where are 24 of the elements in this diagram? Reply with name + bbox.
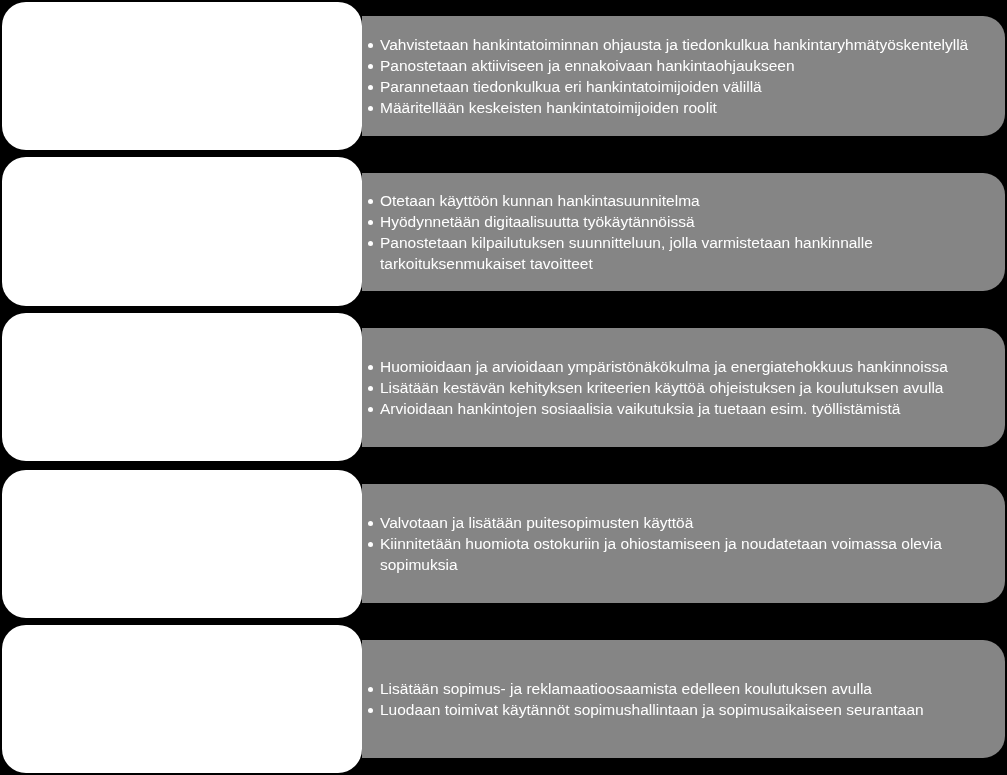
list-item-text: Parannetaan tiedonkulkua eri hankintatoimijoiden välillä [380, 77, 762, 97]
list-panel [362, 16, 1005, 136]
rounded-box [2, 470, 362, 618]
rounded-box [2, 313, 362, 461]
list-item-text: Huomioidaan ja arvioidaan ympäristönäkökulma ja energiatehokkuus hankinnoissa [380, 357, 948, 377]
list-item-text: Hyödynnetään digitaalisuutta työkäytännöissä [380, 212, 695, 232]
list-item-text: Panostetaan kilpailutuksen suunnitteluun, jolla varmistetaan hankinnalle tarkoituksenmukaiset tavoitteet [380, 233, 874, 274]
list-item-text: Lisätään kestävän kehityksen kriteerien käyttöä ohjeistuksen ja koulutuksen avulla [380, 378, 944, 398]
list-item-text: Panostetaan aktiiviseen ja ennakoivaan hankintaohjaukseen [380, 56, 795, 76]
list-item-text: Kiinnitetään huomiota ostokuriin ja ohiostamiseen ja noudatetaan voimassa olevia sopimuksia [380, 534, 943, 575]
list-item-text: Arvioidaan hankintojen sosiaalisia vaikutuksia ja tuetaan esim. työllistämistä [380, 399, 901, 419]
list-panel [362, 328, 1005, 447]
list-panel [362, 484, 1005, 603]
list-item-text: Määritellään keskeisten hankintatoimijoiden roolit [380, 98, 717, 118]
list-item-text: Luodaan toimivat käytännöt sopimushallintaan ja sopimusaikaiseen seurantaan [380, 700, 924, 720]
rounded-box [2, 157, 362, 306]
rounded-box [2, 625, 362, 773]
list-item-text: Valvotaan ja lisätään puitesopimusten käyttöä [380, 513, 694, 533]
list-item-text: Otetaan käyttöön kunnan hankintasuunnitelma [380, 191, 700, 211]
rounded-box [2, 2, 362, 150]
list-item-text: Lisätään sopimus- ja reklamaatioosaamista edelleen koulutuksen avulla [380, 679, 872, 699]
list-item-text: Vahvistetaan hankintatoiminnan ohjausta ja tiedonkulkua hankintaryhmätyöskentelyllä [380, 35, 969, 55]
list-panel [362, 173, 1005, 291]
list-panel [362, 640, 1005, 758]
